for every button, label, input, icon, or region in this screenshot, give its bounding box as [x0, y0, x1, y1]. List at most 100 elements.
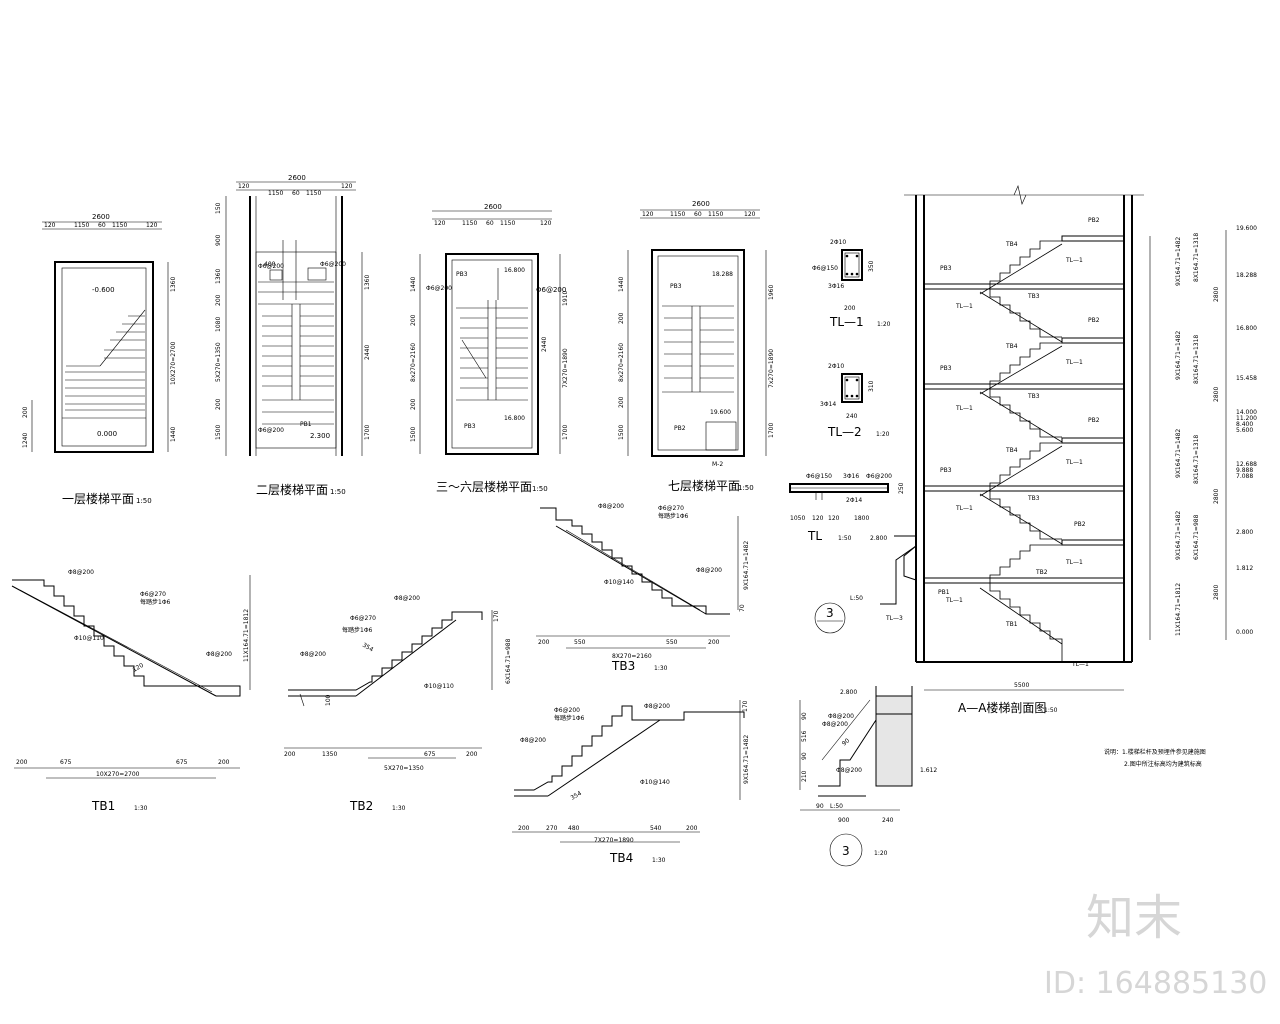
svg-text:TB1: TB1: [1005, 621, 1018, 628]
svg-text:675: 675: [60, 759, 72, 766]
svg-text:3: 3: [842, 844, 850, 858]
svg-text:TL—1: TL—1: [955, 405, 973, 412]
svg-text:8.400: 8.400: [1236, 421, 1253, 428]
svg-text:2Φ14: 2Φ14: [846, 497, 862, 504]
svg-text:5X270=1350: 5X270=1350: [384, 765, 424, 772]
svg-text:1150: 1150: [112, 222, 127, 229]
svg-text:60: 60: [694, 211, 702, 218]
svg-text:2600: 2600: [484, 203, 502, 211]
svg-text:5X270=1350: 5X270=1350: [215, 342, 222, 382]
svg-text:-0.600: -0.600: [92, 286, 115, 294]
svg-text:Φ6@200: Φ6@200: [554, 707, 580, 714]
svg-text:200: 200: [410, 314, 417, 326]
svg-text:TL—3: TL—3: [885, 615, 903, 622]
svg-text:675: 675: [176, 759, 188, 766]
svg-text:Φ6@150: Φ6@150: [806, 473, 832, 480]
section-title: A—A楼梯剖面图: [958, 700, 1046, 715]
svg-text:2Φ10: 2Φ10: [830, 239, 846, 246]
svg-text:8X164.71=1318: 8X164.71=1318: [1193, 335, 1200, 384]
svg-text:Φ10@110: Φ10@110: [424, 683, 454, 690]
svg-text:1150: 1150: [462, 220, 477, 227]
svg-text:14.000: 14.000: [1236, 409, 1257, 416]
svg-text:120: 120: [434, 220, 446, 227]
svg-text:2440: 2440: [364, 345, 371, 360]
svg-text:120: 120: [238, 183, 250, 190]
svg-text:200: 200: [215, 398, 222, 410]
svg-text:TB2: TB2: [1035, 569, 1048, 576]
svg-text:Φ6@200: Φ6@200: [426, 285, 452, 292]
svg-text:每踏步1Φ6: 每踏步1Φ6: [554, 714, 585, 722]
svg-text:200: 200: [708, 639, 720, 646]
svg-text:Φ8@200: Φ8@200: [68, 569, 94, 576]
svg-text:1360: 1360: [215, 269, 222, 284]
svg-text:2440: 2440: [541, 337, 548, 352]
svg-text:TL—1: TL—1: [1065, 459, 1083, 466]
svg-text:Φ10@140: Φ10@140: [604, 579, 634, 586]
svg-text:9.888: 9.888: [1236, 467, 1253, 474]
svg-text:2800: 2800: [1213, 287, 1220, 302]
svg-text:TB4: TB4: [1005, 447, 1018, 454]
svg-text:200: 200: [618, 312, 625, 324]
svg-text:8X164.71=1318: 8X164.71=1318: [1193, 435, 1200, 484]
svg-text:TL—1: TL—1: [1065, 359, 1083, 366]
svg-text:1700: 1700: [768, 423, 775, 438]
svg-text:Φ6@200: Φ6@200: [866, 473, 892, 480]
svg-text:480: 480: [568, 825, 580, 832]
svg-text:1500: 1500: [215, 425, 222, 440]
svg-text:170: 170: [493, 610, 500, 622]
svg-text:7X270=1890: 7X270=1890: [562, 348, 569, 388]
svg-text:200: 200: [218, 759, 230, 766]
svg-text:210: 210: [801, 770, 808, 782]
svg-text:120: 120: [828, 515, 840, 522]
svg-text:354: 354: [361, 642, 375, 654]
svg-text:Φ10@110: Φ10@110: [74, 635, 104, 642]
svg-text:Φ8@200: Φ8@200: [598, 503, 624, 510]
watermark-id: ID: 164885130: [1044, 966, 1268, 1001]
svg-text:每踏步1Φ6: 每踏步1Φ6: [658, 512, 689, 520]
svg-text:1700: 1700: [364, 425, 371, 440]
svg-text:Φ6@150: Φ6@150: [812, 265, 838, 272]
svg-text:200: 200: [466, 751, 478, 758]
svg-text:120: 120: [146, 222, 158, 229]
svg-text:900: 900: [838, 817, 850, 824]
svg-text:TB4: TB4: [1005, 241, 1018, 248]
svg-text:Φ8@200: Φ8@200: [520, 737, 546, 744]
svg-text:2600: 2600: [692, 200, 710, 208]
svg-text:TB3: TB3: [1027, 393, 1040, 400]
svg-text:120: 120: [44, 222, 56, 229]
svg-text:516: 516: [801, 730, 808, 742]
svg-text:7X270=1890: 7X270=1890: [594, 837, 634, 844]
svg-text:1800: 1800: [854, 515, 869, 522]
svg-text:9X164.71=1482: 9X164.71=1482: [1175, 331, 1182, 380]
svg-text:150: 150: [215, 202, 222, 214]
svg-text:0.000: 0.000: [97, 430, 117, 438]
svg-text:Φ8@200: Φ8@200: [300, 651, 326, 658]
svg-text:11.200: 11.200: [1236, 415, 1257, 422]
svg-text:1.812: 1.812: [1236, 565, 1253, 572]
svg-text:350: 350: [868, 260, 875, 272]
plan-third-title: 三～六层楼梯平面: [436, 479, 532, 494]
svg-text:1150: 1150: [708, 211, 723, 218]
svg-text:120: 120: [642, 211, 654, 218]
svg-text:675: 675: [424, 751, 436, 758]
svg-text:16.800: 16.800: [504, 415, 525, 422]
svg-text:9X164.71=1482: 9X164.71=1482: [743, 735, 750, 784]
plan-seventh-title: 七层楼梯平面: [668, 478, 740, 493]
svg-text:Φ10@140: Φ10@140: [640, 779, 670, 786]
svg-text:200: 200: [844, 305, 856, 312]
svg-text:PB3: PB3: [670, 283, 682, 290]
svg-text:1:30: 1:30: [654, 665, 668, 672]
svg-text:TL—1: TL—1: [1071, 661, 1089, 668]
svg-text:1:30: 1:30: [392, 805, 406, 812]
svg-text:2600: 2600: [288, 174, 306, 182]
svg-text:60: 60: [98, 222, 106, 229]
svg-text:200: 200: [22, 406, 29, 418]
svg-text:1:50: 1:50: [136, 497, 152, 505]
beam-tl2: 2Φ10 3Φ14 240 310 TL—2 1:20: [820, 363, 890, 439]
svg-text:10X270=2700: 10X270=2700: [170, 341, 177, 385]
svg-text:1:50: 1:50: [738, 484, 754, 492]
plan-first-title: 一层楼梯平面: [62, 491, 134, 506]
svg-text:200: 200: [16, 759, 28, 766]
svg-text:2.800: 2.800: [840, 689, 857, 696]
